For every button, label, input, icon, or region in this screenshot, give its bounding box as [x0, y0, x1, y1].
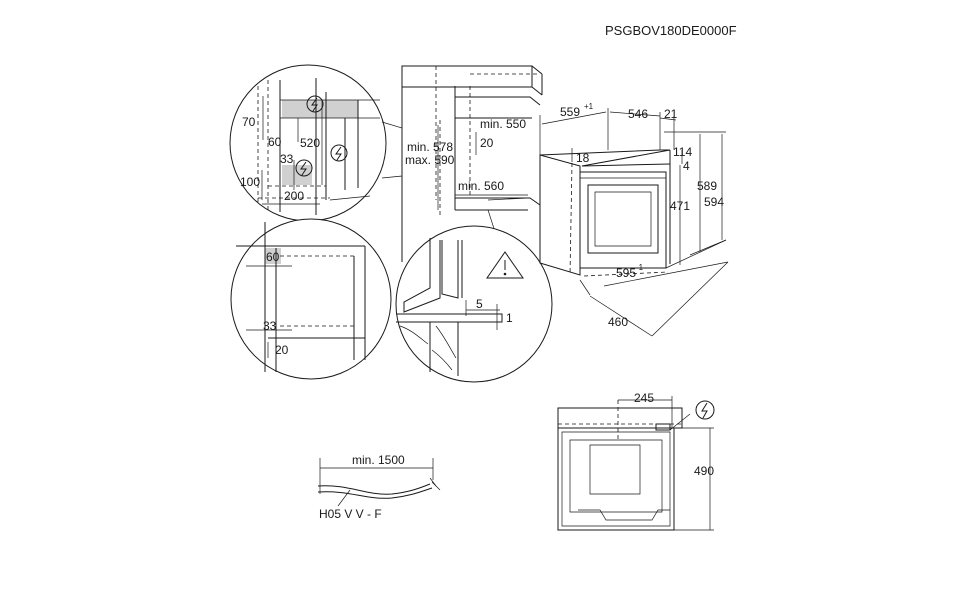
dim-520: 520 [300, 136, 320, 150]
dim-18: 18 [576, 151, 590, 165]
dim-471: 471 [670, 199, 690, 213]
dim-4: 4 [683, 159, 690, 173]
dim-589: 589 [697, 179, 717, 193]
dim-1: 1 [506, 311, 513, 325]
back-view-drawing: 245 490 [557, 391, 715, 531]
dim-max-590: max. 590 [405, 153, 455, 167]
lower-rail-shade [282, 165, 312, 185]
dim-33: 33 [263, 319, 277, 333]
detail-top-left: 70 60 520 33 100 200 [229, 64, 387, 222]
dim-100: 100 [240, 175, 260, 189]
warning-triangle-icon [486, 251, 524, 279]
electric-connection-icon [695, 400, 715, 420]
rail-shade [265, 248, 281, 264]
dim-594: 594 [704, 195, 724, 209]
dim-490: 490 [694, 464, 714, 478]
dim-33: 33 [280, 152, 294, 166]
dim-200: 200 [284, 189, 304, 203]
dim-21: 21 [664, 107, 678, 121]
dim-559-tolerance: +1 [584, 102, 594, 111]
dim-114: 114 [673, 145, 692, 159]
dim-245: 245 [634, 391, 654, 405]
detail-circle-mid-left [230, 218, 392, 380]
dim-70: 70 [242, 115, 256, 129]
dim-20: 20 [480, 136, 494, 150]
cable-drawing: min. 1500 H05 V V - F [317, 453, 441, 521]
dim-559: 559 [560, 105, 580, 119]
upper-rail-shade [282, 100, 358, 118]
dim-20: 20 [275, 343, 289, 357]
dim-595: 595 [616, 266, 636, 280]
dim-595-tolerance: -1 [636, 263, 644, 272]
electric-connection-icon [330, 144, 348, 162]
detail-mid-right: 5 1 [395, 225, 553, 383]
cable-length: min. 1500 [352, 453, 405, 467]
electric-connection-icon [295, 159, 313, 177]
cabinet-drawing: min. 550 20 min. 578 max. 590 min. 560 [401, 65, 543, 262]
dim-546: 546 [628, 107, 648, 121]
dim-60: 60 [266, 250, 280, 264]
model-code: PSGBOV180DE0000F [605, 23, 737, 38]
dim-5: 5 [476, 297, 483, 311]
cable-type: H05 V V - F [319, 507, 382, 521]
dim-460: 460 [608, 315, 628, 329]
dim-min-560: min. 560 [458, 179, 504, 193]
dim-60: 60 [268, 135, 282, 149]
detail-mid-left: 60 33 20 [230, 218, 392, 380]
dim-min-578: min. 578 [407, 140, 453, 154]
dim-min-550: min. 550 [480, 117, 526, 131]
oven-drawing: 559 +1 546 21 114 4 18 471 589 594 595 -… [539, 102, 729, 337]
detail-circle-mid-right [395, 225, 553, 383]
electric-connection-icon [306, 95, 324, 113]
